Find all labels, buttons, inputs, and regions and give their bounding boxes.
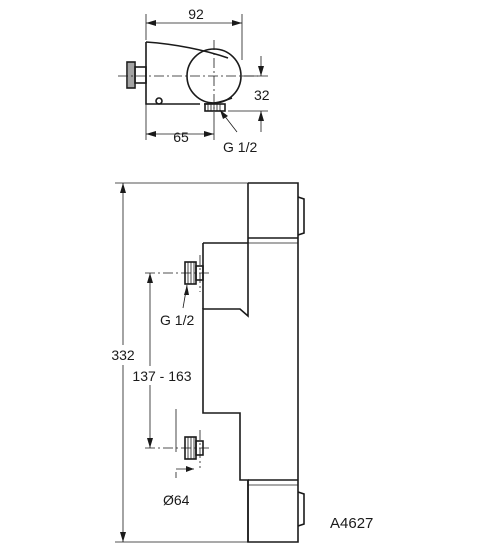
dimension-332-label: 332 <box>111 347 135 363</box>
arrowhead <box>258 111 264 121</box>
arrowhead <box>120 532 126 542</box>
body-outline <box>202 182 299 543</box>
arrowhead <box>186 466 194 472</box>
front-view: 332 137 - 163 G 1/2 Ø64 <box>111 182 305 543</box>
arrowhead <box>146 131 156 137</box>
body-outline <box>145 42 200 105</box>
arrowhead <box>184 285 189 295</box>
arrowhead <box>147 273 153 283</box>
top-view: 92 32 <box>118 6 270 155</box>
arrowhead <box>232 20 242 26</box>
dimension-65-label: 65 <box>173 129 189 145</box>
arrowhead <box>204 131 214 137</box>
arrowhead <box>146 20 156 26</box>
inlet-connector <box>134 66 147 84</box>
drawing-code: A4627 <box>330 515 373 532</box>
diameter-64-label: Ø64 <box>163 492 190 508</box>
top-side-button <box>297 196 305 236</box>
small-hole <box>155 97 163 105</box>
top-thread-label: G 1/2 <box>223 139 257 155</box>
arrowhead <box>147 438 153 448</box>
dimension-32-label: 32 <box>254 87 270 103</box>
body-outline-top <box>145 41 229 59</box>
outlet-fitting <box>204 103 226 112</box>
arrowhead <box>220 110 228 119</box>
arrowhead <box>120 183 126 193</box>
bottom-side-button <box>297 491 305 527</box>
dimension-92-label: 92 <box>188 6 204 22</box>
front-thread-label: G 1/2 <box>160 312 194 328</box>
dimension-centers-label: 137 - 163 <box>132 368 191 384</box>
arrowhead <box>258 66 264 76</box>
